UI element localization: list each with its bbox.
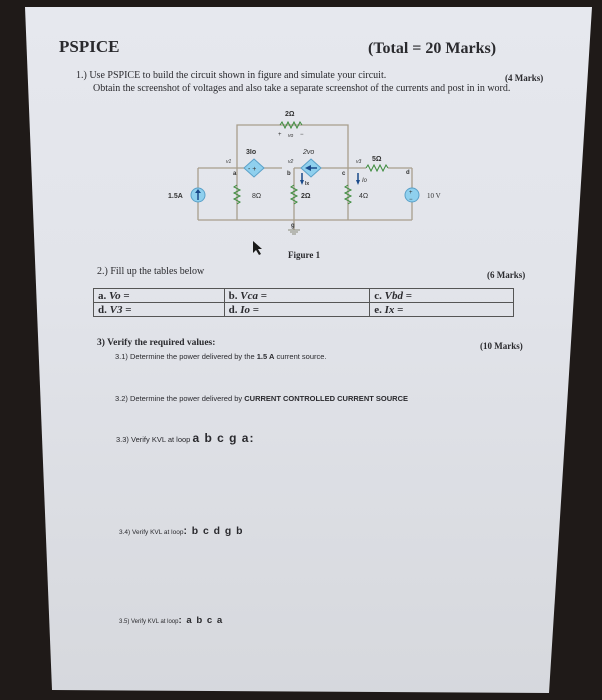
svg-text:−: − — [409, 197, 413, 203]
table-row: a. Vo = b. Vca = c. Vbd = — [93, 288, 514, 303]
svg-text:d: d — [406, 170, 410, 176]
svg-text:v1: v1 — [226, 159, 232, 165]
label-r-top: 2Ω — [285, 111, 295, 118]
resistor-8ohm — [232, 184, 242, 205]
svg-text:Io: Io — [362, 178, 368, 184]
q3-3-text: 3.3) Verify KVL at loop a b c g a: — [116, 431, 255, 445]
cell-v3[interactable]: d. V3 = — [93, 302, 225, 317]
q1-marks: (4 Marks) — [505, 73, 544, 83]
label-r4: 4Ω — [359, 193, 368, 200]
voltage-source-10v — [404, 187, 420, 203]
svg-text:Ix: Ix — [305, 181, 309, 187]
q3-label: 3) Verify the required values: — [97, 338, 216, 348]
svg-text:- +: - + — [248, 166, 256, 173]
svg-text:v3: v3 — [356, 159, 362, 165]
q3-4-text: 3.4) Verify KVL at loop: b c d g b — [119, 526, 244, 537]
label-isrc: 1.5A — [168, 193, 183, 200]
dependent-voltage-source — [243, 158, 265, 178]
circuit-diagram: - + + − 2Ω + vo − 3Io 2vo v1 v2 v3 a b c… — [168, 111, 441, 235]
cell-vo[interactable]: a. Vo = — [93, 288, 225, 303]
svg-text:a: a — [233, 171, 237, 177]
resistor-5ohm — [365, 163, 389, 173]
q2-label: 2.) Fill up the tables below — [97, 266, 205, 277]
label-r2: 2Ω — [301, 193, 311, 200]
q1-instruction-line1: 1.) Use PSPICE to build the circuit show… — [76, 70, 387, 81]
svg-text:+: + — [278, 132, 282, 138]
q3-5-text: 3.5) Verify KVL at loop: a b c a — [119, 615, 224, 626]
svg-text:g: g — [291, 223, 295, 229]
figure-caption: Figure 1 — [288, 250, 321, 260]
q3-1-text: 3.1) Determine the power delivered by th… — [115, 352, 327, 361]
mouse-cursor-icon — [253, 241, 262, 255]
label-r8: 8Ω — [252, 193, 261, 200]
cell-vbd[interactable]: c. Vbd = — [369, 288, 514, 303]
label-3io: 3Io — [246, 149, 256, 156]
svg-text:v2: v2 — [288, 159, 294, 165]
q1-instruction-line2: Obtain the screenshot of voltages and al… — [93, 83, 511, 94]
q3-2-text: 3.2) Determine the power delivered by CU… — [115, 394, 408, 403]
svg-text:vo: vo — [288, 133, 294, 139]
cell-io[interactable]: d. Io = — [223, 302, 371, 317]
page-title: PSPICE — [59, 37, 120, 56]
label-vsrc: 10 V — [427, 192, 441, 200]
svg-text:c: c — [342, 171, 346, 177]
resistor-4ohm — [343, 184, 353, 205]
label-r5: 5Ω — [372, 156, 382, 163]
ground-icon — [288, 229, 300, 235]
total-marks: (Total = 20 Marks) — [368, 40, 497, 57]
table-row: d. V3 = d. Io = e. Ix = — [93, 302, 514, 317]
resistor-2ohm-top — [279, 120, 303, 130]
svg-text:b: b — [287, 171, 291, 177]
resistor-2ohm — [289, 184, 299, 205]
q2-marks: (6 Marks) — [487, 270, 526, 280]
answers-table: a. Vo = b. Vca = c. Vbd = d. V3 = d. Io … — [93, 288, 514, 317]
svg-text:−: − — [300, 132, 304, 138]
label-2vo: 2vo — [302, 149, 314, 156]
cell-vca[interactable]: b. Vca = — [223, 288, 371, 303]
svg-text:+: + — [409, 190, 413, 196]
q3-marks: (10 Marks) — [480, 341, 523, 351]
cell-ix[interactable]: e. Ix = — [369, 302, 514, 317]
